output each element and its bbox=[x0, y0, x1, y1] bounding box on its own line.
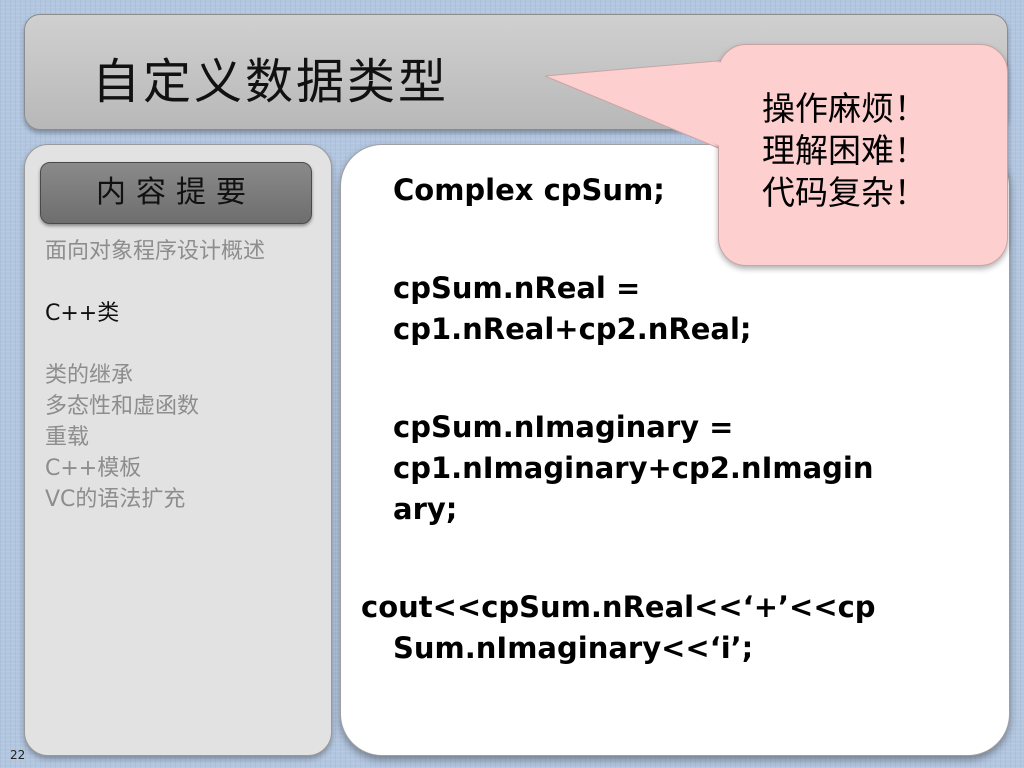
sidebar-item-templates[interactable]: C++模板 bbox=[45, 456, 142, 481]
code-line: cp1.nReal+cp2.nReal; bbox=[393, 312, 752, 346]
sidebar-item-polymorphism[interactable]: 多态性和虚函数 bbox=[45, 394, 200, 419]
sidebar-item-oop-overview[interactable]: 面向对象程序设计概述 bbox=[45, 239, 266, 264]
sidebar-header: 内容提要 bbox=[40, 162, 312, 224]
callout-text: 操作麻烦！ 理解困难！ 代码复杂！ bbox=[762, 88, 927, 214]
slide-title: 自定义数据类型 bbox=[92, 54, 450, 110]
callout-line: 代码复杂！ bbox=[762, 173, 927, 212]
callout-pointer-seam bbox=[700, 62, 722, 148]
slide-number: 22 bbox=[10, 748, 26, 762]
code-line: Complex cpSum; bbox=[393, 173, 665, 207]
sidebar-item-vc-syntax[interactable]: VC的语法扩充 bbox=[45, 487, 186, 512]
code-line: cpSum.nImaginary = bbox=[393, 410, 734, 444]
code-line: ary; bbox=[393, 492, 458, 526]
sidebar-item-cpp-class[interactable]: C++类 bbox=[45, 301, 120, 326]
callout-line: 操作麻烦！ bbox=[762, 89, 927, 128]
code-line: cout<<cpSum.nReal<<‘+’<<cp bbox=[361, 590, 876, 624]
sidebar-nav: 面向对象程序设计概述 C++类 类的继承 多态性和虚函数 重载 C++模板 VC… bbox=[45, 236, 315, 515]
code-line: cpSum.nReal = bbox=[393, 271, 641, 305]
code-line: Sum.nImaginary<<‘i’; bbox=[393, 631, 754, 665]
code-line: cp1.nImaginary+cp2.nImagin bbox=[393, 451, 874, 485]
callout-bubble bbox=[718, 44, 1008, 266]
sidebar-item-inheritance[interactable]: 类的继承 bbox=[45, 363, 134, 388]
sidebar-item-overloading[interactable]: 重载 bbox=[45, 425, 90, 450]
callout-line: 理解困难！ bbox=[762, 131, 927, 170]
sidebar-panel bbox=[24, 144, 332, 756]
